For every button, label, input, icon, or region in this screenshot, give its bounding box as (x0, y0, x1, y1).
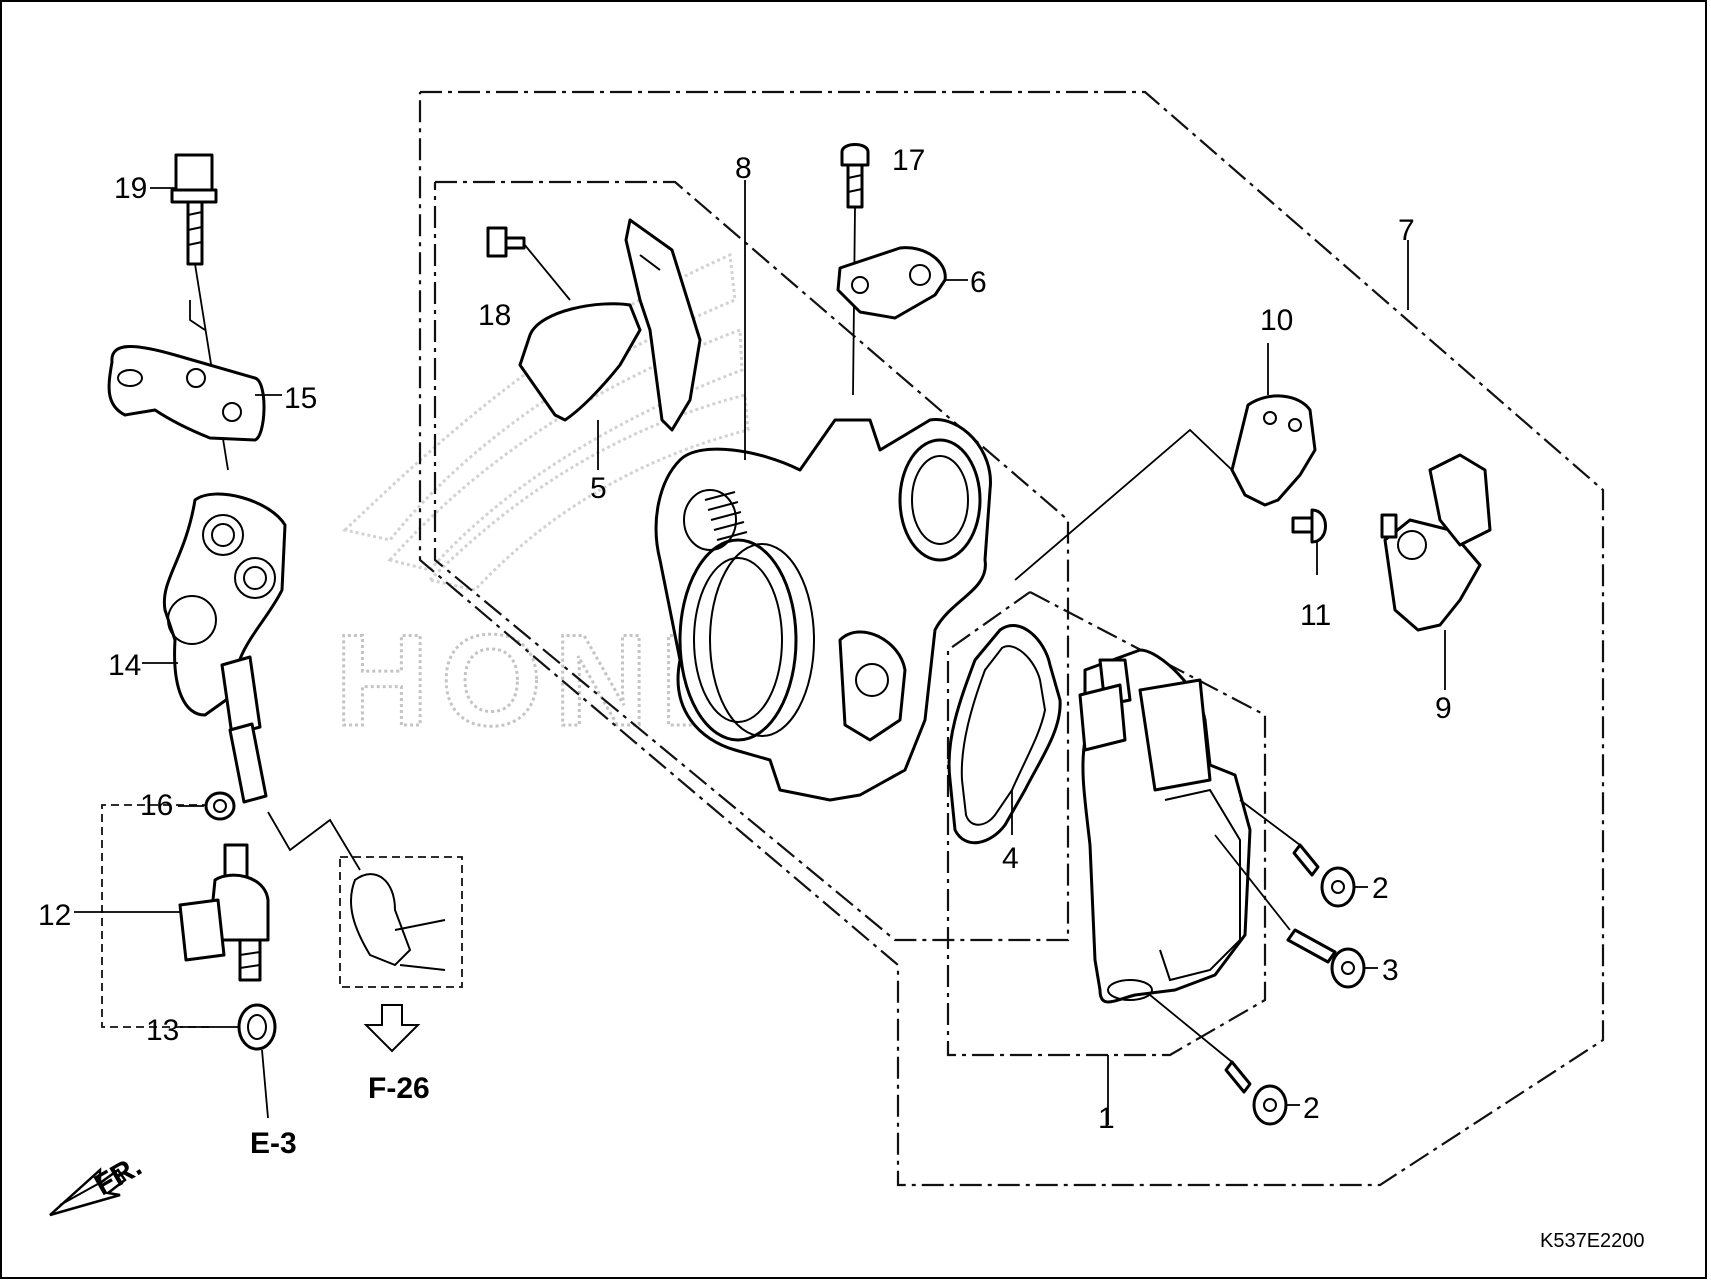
bolt-18 (486, 226, 526, 258)
screw-2-lower (1224, 1060, 1288, 1126)
callout-17: 17 (892, 144, 925, 177)
gasket-4 (947, 623, 1062, 845)
down-arrow-icon (363, 1004, 421, 1053)
screw-11 (1291, 508, 1327, 544)
callout-1: 1 (1098, 1102, 1115, 1135)
bolt-17 (840, 143, 870, 209)
callout-12: 12 (38, 899, 71, 932)
bracket-10 (1230, 394, 1317, 507)
callout-9: 9 (1435, 692, 1452, 725)
callout-4: 4 (1002, 842, 1019, 875)
bracket-15 (107, 345, 266, 442)
screw-3 (1286, 928, 1366, 989)
sensor-12 (178, 843, 270, 982)
callout-7: 7 (1398, 214, 1415, 247)
callout-18: 18 (478, 299, 511, 332)
f26-reference-box (339, 856, 463, 988)
callout-15: 15 (284, 382, 317, 415)
washer-16 (204, 791, 236, 821)
callout-13: 13 (146, 1014, 179, 1047)
callout-10: 10 (1260, 304, 1293, 337)
reference-e3[interactable]: E-3 (250, 1127, 297, 1160)
callout-14: 14 (108, 649, 141, 682)
callout-16: 16 (140, 789, 173, 822)
plate-6 (836, 246, 947, 320)
callout-11: 11 (1300, 599, 1331, 632)
bracket-5 (518, 218, 702, 432)
subassembly-outline-8 (433, 180, 1070, 942)
sensor-9 (1380, 453, 1492, 632)
front-direction-arrow-icon (49, 1167, 127, 1217)
reference-f26[interactable]: F-26 (368, 1072, 430, 1105)
honda-wing-icon (341, 252, 750, 592)
subassembly-outline-1 (946, 591, 1267, 1057)
callout-5: 5 (590, 472, 607, 505)
callout-2-lower: 2 (1303, 1092, 1320, 1125)
callout-3: 3 (1382, 954, 1399, 987)
sensor-housing-14 (162, 492, 287, 804)
screw-2-upper (1292, 843, 1356, 908)
callout-19: 19 (114, 172, 147, 205)
diagram-code: K537E2200 (1540, 1230, 1645, 1252)
callout-6: 6 (970, 266, 987, 299)
throttle-body-8 (654, 418, 992, 802)
assembly-outline-7 (418, 90, 1605, 1187)
actuator-1 (1078, 648, 1252, 1004)
bolt-19 (170, 153, 218, 266)
sensor-group-bracket (101, 804, 210, 1028)
callout-2-upper: 2 (1372, 872, 1389, 905)
o-ring-13 (237, 1003, 277, 1051)
callout-8: 8 (735, 152, 752, 185)
sensor-detail-f26 (349, 873, 446, 971)
